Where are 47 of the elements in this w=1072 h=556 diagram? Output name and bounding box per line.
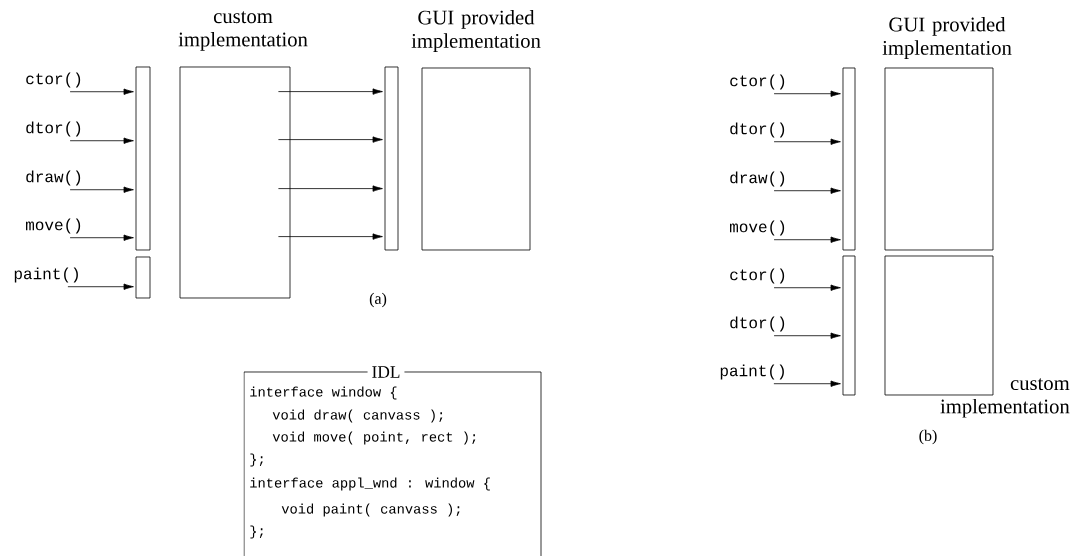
method-label: paint(): [720, 364, 784, 380]
code-line: interface appl_wnd : window {: [250, 477, 490, 491]
arrow: [67, 283, 134, 290]
arrow: [69, 186, 134, 193]
panel-caption: (a): [369, 292, 387, 308]
method-label: move(): [729, 220, 785, 236]
arrow: [773, 284, 841, 291]
method-label: draw(): [26, 170, 81, 186]
interface-bar: [842, 67, 856, 251]
arrow: [278, 88, 383, 95]
method-label: ctor(): [26, 72, 81, 88]
method-label: dtor(): [730, 316, 785, 332]
method-label: dtor(): [730, 122, 785, 138]
code-line: void draw( canvass );: [272, 409, 443, 423]
panel-title: IDL: [367, 362, 405, 382]
method-label: move(): [26, 218, 81, 234]
arrow: [773, 187, 841, 194]
code-line: };: [250, 453, 263, 467]
box-heading: custom implementation: [940, 378, 1070, 418]
box-heading: custom implementation: [178, 11, 308, 51]
code-line: void move( point, rect );: [272, 431, 476, 445]
method-label: dtor(): [26, 121, 81, 137]
interface-bar: [135, 256, 151, 299]
arrow: [773, 380, 841, 387]
arrow: [773, 138, 841, 145]
method-label: draw(): [730, 171, 785, 187]
arrow: [773, 90, 841, 97]
arrow: [278, 185, 383, 192]
code-line: interface window {: [250, 386, 397, 400]
method-label: ctor(): [730, 268, 785, 284]
code-line: void paint( canvass );: [281, 503, 460, 517]
method-label: ctor(): [730, 74, 785, 90]
interface-bar: [842, 255, 856, 396]
arrow: [773, 332, 841, 339]
box-heading: GUI provided implementation: [411, 9, 541, 53]
arrow: [69, 234, 134, 241]
arrow: [69, 88, 134, 95]
panel-caption: (b): [919, 429, 937, 445]
arrow: [278, 233, 383, 240]
interface-bar: [384, 66, 399, 251]
code-line: };: [250, 525, 263, 539]
interface-bar: [135, 66, 151, 251]
arrow: [69, 137, 134, 144]
arrow: [278, 136, 383, 143]
arrow: [773, 236, 841, 243]
box-heading: GUI provided implementation: [882, 16, 1012, 59]
method-label: paint(): [14, 267, 78, 283]
